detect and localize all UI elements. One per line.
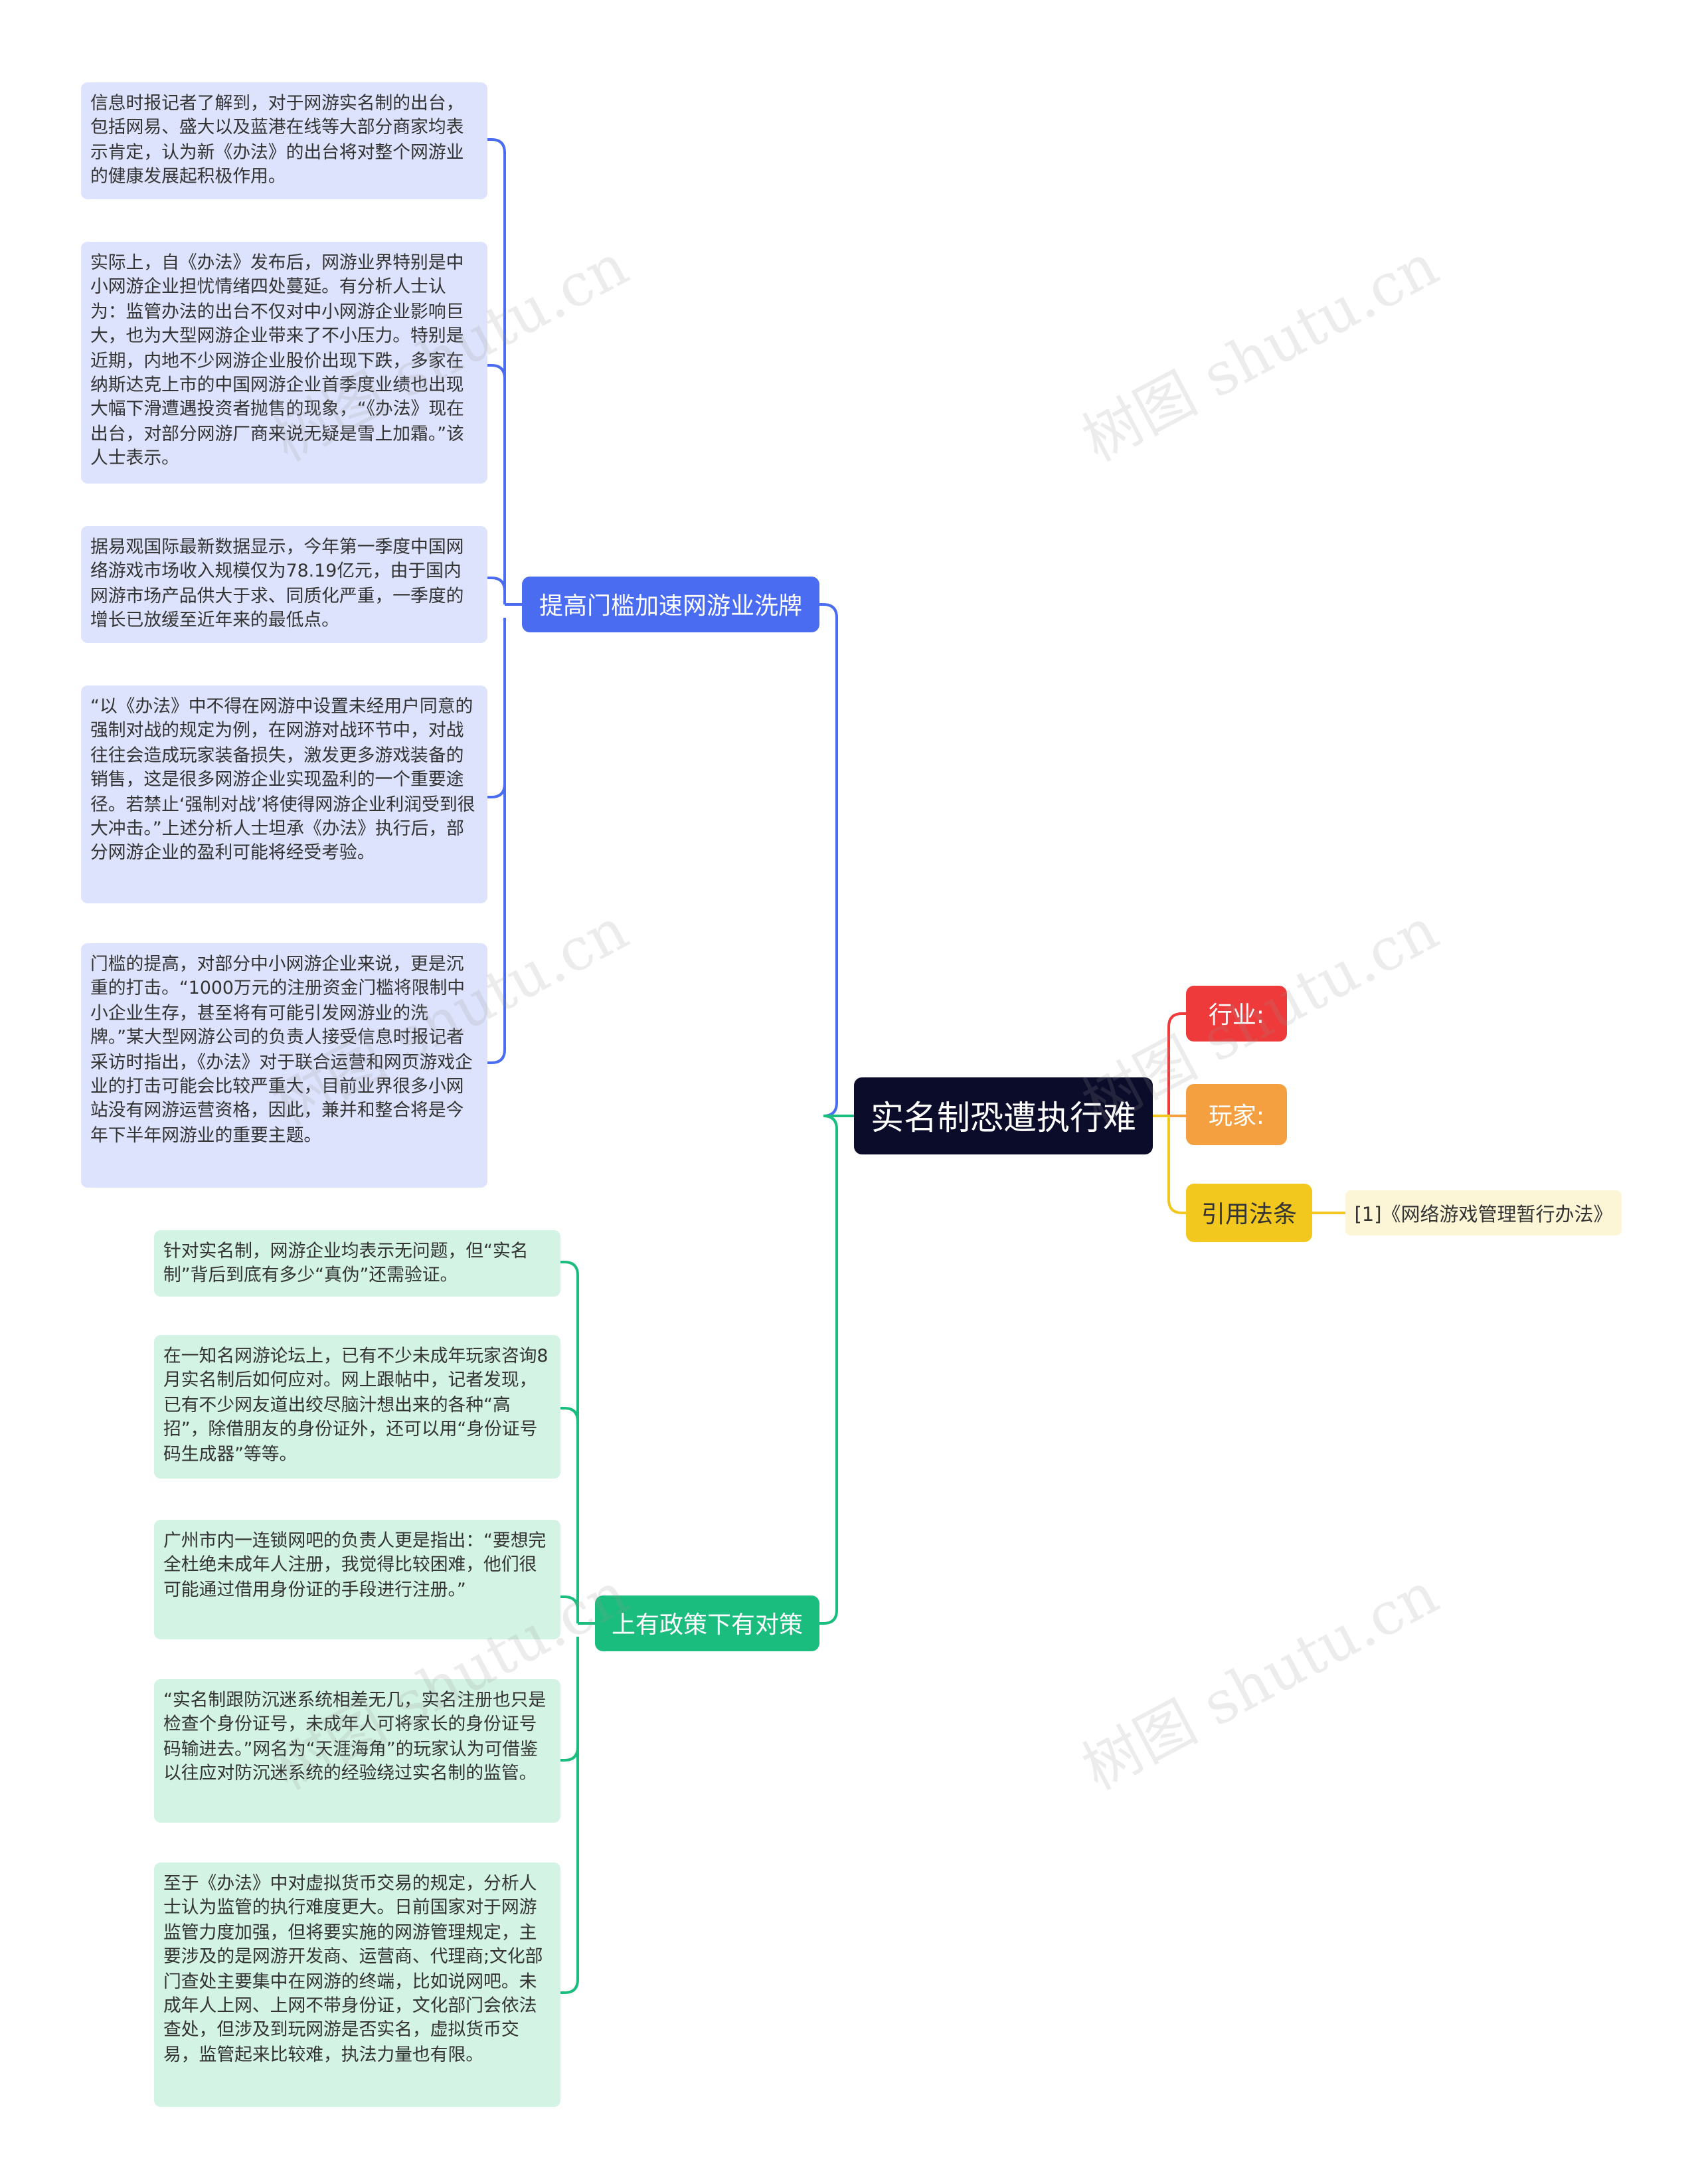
link-root-threshold — [819, 603, 854, 1117]
link-threshold-leaves — [487, 138, 522, 1064]
law-reference: [1]《网络游戏管理暂行办法》 — [1345, 1190, 1622, 1235]
link-root-law — [1153, 1115, 1186, 1214]
list-item: 至于《办法》中对虚拟货币交易的规定，分析人士认为监管的执行难度更大。日前国家对于… — [154, 1863, 560, 2107]
list-item: 在一知名网游论坛上，已有不少未成年玩家咨询8月实名制后如何应对。网上跟帖中，记者… — [154, 1335, 560, 1479]
list-item: “以《办法》中不得在网游中设置未经用户同意的强制对战的规定为例，在网游对战环节中… — [81, 685, 487, 903]
list-item: 针对实名制，网游企业均表示无问题，但“实名制”背后到底有多少“真伪”还需验证。 — [154, 1230, 560, 1297]
list-item: 据易观国际最新数据显示，今年第一季度中国网络游戏市场收入规模仅为78.19亿元，… — [81, 526, 487, 643]
list-item: 广州市内一连锁网吧的负责人更是指出：“要想完全杜绝未成年人注册，我觉得比较困难，… — [154, 1520, 560, 1639]
list-item: 实际上，自《办法》发布后，网游业界特别是中小网游企业担忧情绪四处蔓延。有分析人士… — [81, 242, 487, 484]
link-root-policy — [819, 1115, 854, 1625]
branch-players[interactable]: 玩家: — [1186, 1084, 1287, 1145]
list-item: 信息时报记者了解到，对于网游实名制的出台，包括网易、盛大以及蓝港在线等大部分商家… — [81, 82, 487, 199]
list-item: “实名制跟防沉迷系统相差无几，实名注册也只是检查个身份证号，未成年人可将家长的身… — [154, 1679, 560, 1823]
branch-industry[interactable]: 行业: — [1186, 986, 1287, 1042]
root-topic[interactable]: 实名制恐遭执行难 — [854, 1077, 1153, 1154]
branch-law[interactable]: 引用法条 — [1186, 1184, 1312, 1242]
list-item: 门槛的提高，对部分中小网游企业来说，更是沉重的打击。“1000万元的注册资金门槛… — [81, 943, 487, 1188]
branch-policy[interactable]: 上有政策下有对策 — [595, 1595, 819, 1651]
branch-threshold[interactable]: 提高门槛加速网游业洗牌 — [522, 577, 819, 632]
link-root-industry — [1153, 1012, 1186, 1117]
link-policy-leaves — [560, 1261, 595, 1994]
